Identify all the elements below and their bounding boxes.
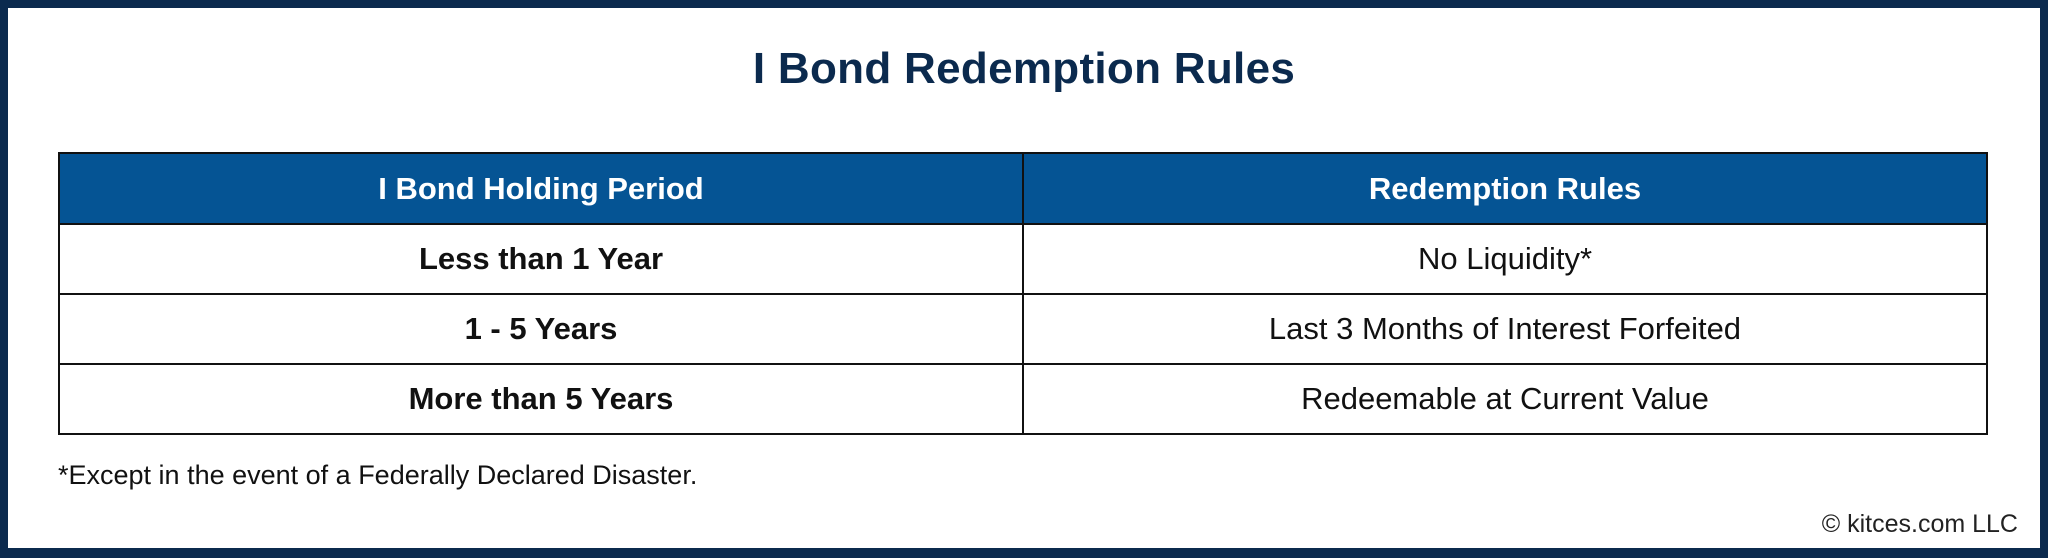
table-row: Less than 1 Year No Liquidity* <box>58 223 1988 295</box>
column-header-holding-period: I Bond Holding Period <box>58 152 1024 225</box>
holding-period-cell: Less than 1 Year <box>58 223 1024 295</box>
redemption-rule-cell: Last 3 Months of Interest Forfeited <box>1022 293 1988 365</box>
redemption-rule-cell: No Liquidity* <box>1022 223 1988 295</box>
figure-frame: I Bond Redemption Rules I Bond Holding P… <box>8 8 2040 548</box>
redemption-rules-table: I Bond Holding Period Redemption Rules L… <box>58 152 1988 435</box>
table-header-row: I Bond Holding Period Redemption Rules <box>58 152 1988 225</box>
page-title: I Bond Redemption Rules <box>752 44 1296 93</box>
copyright-notice: © kitces.com LLC <box>1821 510 2018 538</box>
holding-period-cell: More than 5 Years <box>58 363 1024 435</box>
footnote: *Except in the event of a Federally Decl… <box>58 460 698 490</box>
column-header-redemption-rules: Redemption Rules <box>1022 152 1988 225</box>
table-row: 1 - 5 Years Last 3 Months of Interest Fo… <box>58 293 1988 365</box>
holding-period-cell: 1 - 5 Years <box>58 293 1024 365</box>
redemption-rule-cell: Redeemable at Current Value <box>1022 363 1988 435</box>
table-row: More than 5 Years Redeemable at Current … <box>58 363 1988 435</box>
